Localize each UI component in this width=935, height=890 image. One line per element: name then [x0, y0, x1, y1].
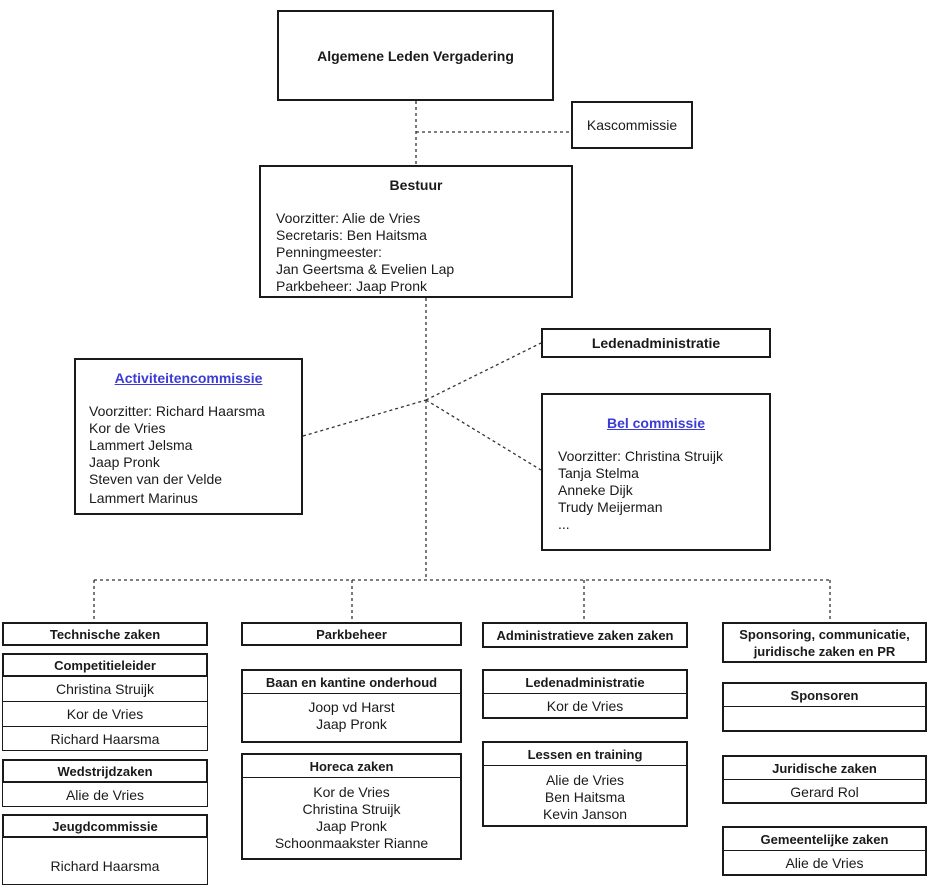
baan-kantine-title: Baan en kantine onderhoud [243, 671, 460, 694]
admin-ledenadministratie-title: Ledenadministratie [484, 671, 686, 694]
gemeentelijke-zaken-line: Alie de Vries [785, 855, 864, 871]
lessen-training-line: Kevin Janson [542, 806, 628, 822]
bestuur-line: Parkbeheer: Jaap Pronk [276, 278, 427, 294]
activiteiten-line: Voorzitter: Richard Haarsma [89, 403, 265, 419]
bestuur-line: Secretaris: Ben Haitsma [276, 227, 427, 243]
competitieleider-row: Kor de Vries [2, 702, 208, 727]
horeca-members: Kor de Vries Christina Struijk Jaap Pron… [243, 778, 460, 852]
horeca-line: Schoonmaakster Rianne [274, 835, 429, 851]
gemeentelijke-zaken-members: Alie de Vries [724, 851, 925, 872]
bel-commissie-link[interactable]: Bel commissie [606, 415, 706, 431]
jeugdcommissie-header: Jeugdcommissie [2, 814, 208, 838]
juridische-zaken-members: Gerard Rol [724, 780, 925, 801]
ledenadministratie-title: Ledenadministratie [591, 335, 721, 351]
bestuur-line: Penningmeester: [276, 244, 382, 260]
baan-kantine-line: Joop vd Harst [308, 699, 395, 715]
lessen-training-box: Lessen en training Alie de Vries Ben Hai… [482, 741, 688, 827]
activiteiten-members: Voorzitter: Richard Haarsma Kor de Vries… [89, 403, 265, 507]
lessen-training-line: Ben Haitsma [544, 789, 626, 805]
sponsoring-header: Sponsoring, communicatie, juridische zak… [722, 622, 927, 663]
kascommissie-box: Kascommissie [571, 101, 693, 149]
bestuur-line: Voorzitter: Alie de Vries [276, 210, 421, 226]
parkbeheer-header: Parkbeheer [241, 622, 462, 646]
bel-line: Trudy Meijerman [558, 499, 663, 515]
activiteiten-line: Jaap Pronk [89, 454, 160, 470]
admin-ledenadministratie-box: Ledenadministratie Kor de Vries [482, 669, 688, 719]
competitieleider-row: Christina Struijk [2, 677, 208, 702]
bel-line: ... [558, 516, 570, 532]
administratieve-zaken-header: Administratieve zaken zaken [482, 622, 688, 648]
activiteiten-line: Lammert Jelsma [89, 437, 193, 453]
bestuur-title: Bestuur [389, 177, 443, 193]
bel-line: Tanja Stelma [558, 465, 639, 481]
baan-kantine-members: Joop vd Harst Jaap Pronk [243, 694, 460, 733]
activiteiten-line: Steven van der Velde [89, 471, 223, 487]
lessen-training-members: Alie de Vries Ben Haitsma Kevin Janson [484, 766, 686, 823]
gemeentelijke-zaken-title: Gemeentelijke zaken [724, 828, 925, 851]
admin-ledenadministratie-line: Kor de Vries [546, 698, 624, 714]
juridische-zaken-title: Juridische zaken [724, 757, 925, 780]
alv-title: Algemene Leden Vergadering [317, 47, 514, 64]
wedstrijdzaken-row: Alie de Vries [2, 783, 208, 807]
bel-line: Anneke Dijk [558, 482, 633, 498]
sponsoren-title: Sponsoren [724, 684, 925, 707]
alv-box: Algemene Leden Vergadering [277, 10, 554, 101]
baan-kantine-box: Baan en kantine onderhoud Joop vd Harst … [241, 669, 462, 743]
baan-kantine-line: Jaap Pronk [316, 716, 387, 732]
sponsoren-box: Sponsoren [722, 682, 927, 732]
activiteiten-line: Lammert Marinus [89, 490, 198, 506]
juridische-zaken-line: Gerard Rol [790, 784, 859, 800]
horeca-line: Christina Struijk [302, 801, 401, 817]
wedstrijdzaken-header: Wedstrijdzaken [2, 759, 208, 783]
bel-commissie-box: Bel commissie Voorzitter: Christina Stru… [541, 393, 771, 551]
bel-line: Voorzitter: Christina Struijk [558, 448, 723, 464]
sponsoren-members [724, 707, 925, 711]
bestuur-members: Voorzitter: Alie de Vries Secretaris: Be… [276, 210, 454, 295]
horeca-line: Kor de Vries [313, 784, 390, 800]
lessen-training-title: Lessen en training [484, 743, 686, 766]
ledenadministratie-box: Ledenadministratie [541, 328, 771, 358]
horeca-title: Horeca zaken [243, 755, 460, 778]
bestuur-box: Bestuur Voorzitter: Alie de Vries Secret… [259, 165, 573, 298]
gemeentelijke-zaken-box: Gemeentelijke zaken Alie de Vries [722, 826, 927, 876]
jeugdcommissie-row: Richard Haarsma [2, 838, 208, 885]
competitieleider-row: Richard Haarsma [2, 727, 208, 751]
bel-members: Voorzitter: Christina Struijk Tanja Stel… [558, 448, 723, 533]
activiteiten-line: Kor de Vries [89, 420, 166, 436]
competitieleider-header: Competitieleider [2, 653, 208, 677]
bestuur-line: Jan Geertsma & Evelien Lap [276, 261, 455, 277]
horeca-box: Horeca zaken Kor de Vries Christina Stru… [241, 753, 462, 860]
lessen-training-line: Alie de Vries [545, 772, 625, 788]
horeca-line: Jaap Pronk [316, 818, 387, 834]
activiteitencommissie-box: Activiteitencommissie Voorzitter: Richar… [74, 358, 303, 515]
technische-zaken-header: Technische zaken [2, 622, 208, 646]
admin-ledenadministratie-members: Kor de Vries [484, 694, 686, 715]
activiteitencommissie-link[interactable]: Activiteitencommissie [114, 370, 263, 386]
kascommissie-title: Kascommissie [586, 117, 678, 133]
juridische-zaken-box: Juridische zaken Gerard Rol [722, 755, 927, 804]
